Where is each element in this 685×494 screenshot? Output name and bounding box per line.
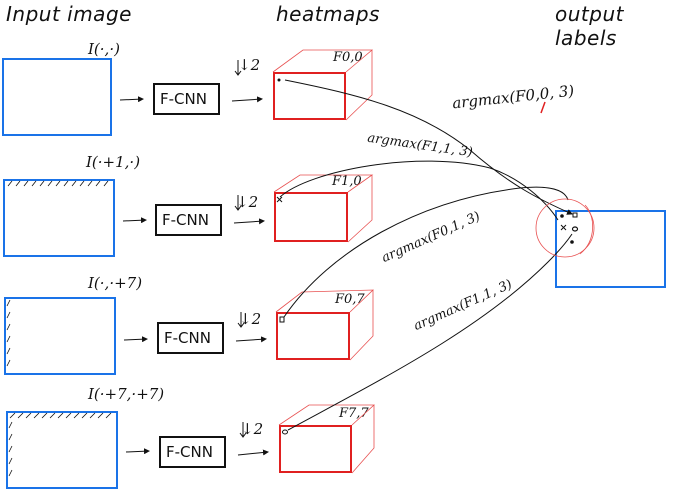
input-label-row-1: I(·,·) bbox=[88, 40, 120, 58]
curve-row-1 bbox=[284, 79, 573, 215]
arrow-cnn-heat-3 bbox=[235, 336, 267, 343]
heatmap-label-row-2: F1,0 bbox=[332, 174, 362, 189]
downsample-label-row-1: ↓2 bbox=[238, 56, 261, 74]
downsample-label-row-3: ↓2 bbox=[239, 310, 262, 328]
input-image-row-1 bbox=[2, 58, 112, 136]
marker-dot-row-1 bbox=[277, 78, 281, 82]
heatmap-row-4 bbox=[279, 425, 352, 473]
heatmap-row-2 bbox=[274, 192, 348, 242]
f-cnn-box-row-2: F-CNN bbox=[155, 204, 222, 236]
arrow-input-cnn-3 bbox=[123, 336, 148, 343]
input-label-row-3: I(·,·+7) bbox=[88, 274, 143, 292]
marker-x-row-2 bbox=[276, 196, 283, 203]
downsample-label-row-2: ↓2 bbox=[236, 193, 259, 211]
input-image-row-2 bbox=[3, 179, 115, 257]
arrow-input-cnn-1 bbox=[119, 96, 144, 103]
curve-row-4 bbox=[287, 233, 573, 431]
heatmap-label-row-4: F7,7 bbox=[339, 406, 369, 421]
f-cnn-box-row-4: F-CNN bbox=[159, 436, 226, 468]
arrow-input-cnn-2 bbox=[122, 217, 147, 224]
heatmap-row-3 bbox=[276, 312, 350, 360]
input-image-row-3 bbox=[4, 297, 116, 375]
input-label-row-4: I(·+7,·+7) bbox=[88, 385, 165, 403]
output-label-box bbox=[555, 210, 666, 288]
marker-square-row-3 bbox=[279, 316, 285, 323]
heatmaps-header: heatmaps bbox=[276, 2, 380, 26]
curve-row-2 bbox=[279, 160, 559, 221]
f-cnn-box-row-3: F-CNN bbox=[157, 322, 224, 354]
input-label-row-2: I(·+1,·) bbox=[86, 153, 141, 171]
output-labels-header: output labels bbox=[555, 2, 624, 50]
heatmap-label-row-3: F0,7 bbox=[335, 292, 365, 307]
marker-circle-row-4 bbox=[282, 429, 288, 435]
input-image-header: Input image bbox=[6, 2, 132, 26]
arrow-input-cnn-4 bbox=[125, 448, 150, 455]
highlight-circle bbox=[535, 198, 595, 258]
arrow-cnn-heat-4 bbox=[237, 449, 269, 456]
arrow-cnn-heat-2 bbox=[233, 218, 265, 225]
curve-row-3 bbox=[283, 186, 569, 318]
input-image-row-4 bbox=[6, 411, 118, 489]
arrow-cnn-heat-1 bbox=[231, 96, 263, 103]
downsample-label-row-4: ↓2 bbox=[241, 420, 264, 438]
heatmap-label-row-1: F0,0 bbox=[333, 50, 363, 65]
heatmap-row-1 bbox=[273, 72, 346, 120]
f-cnn-box-row-1: F-CNN bbox=[153, 83, 220, 115]
